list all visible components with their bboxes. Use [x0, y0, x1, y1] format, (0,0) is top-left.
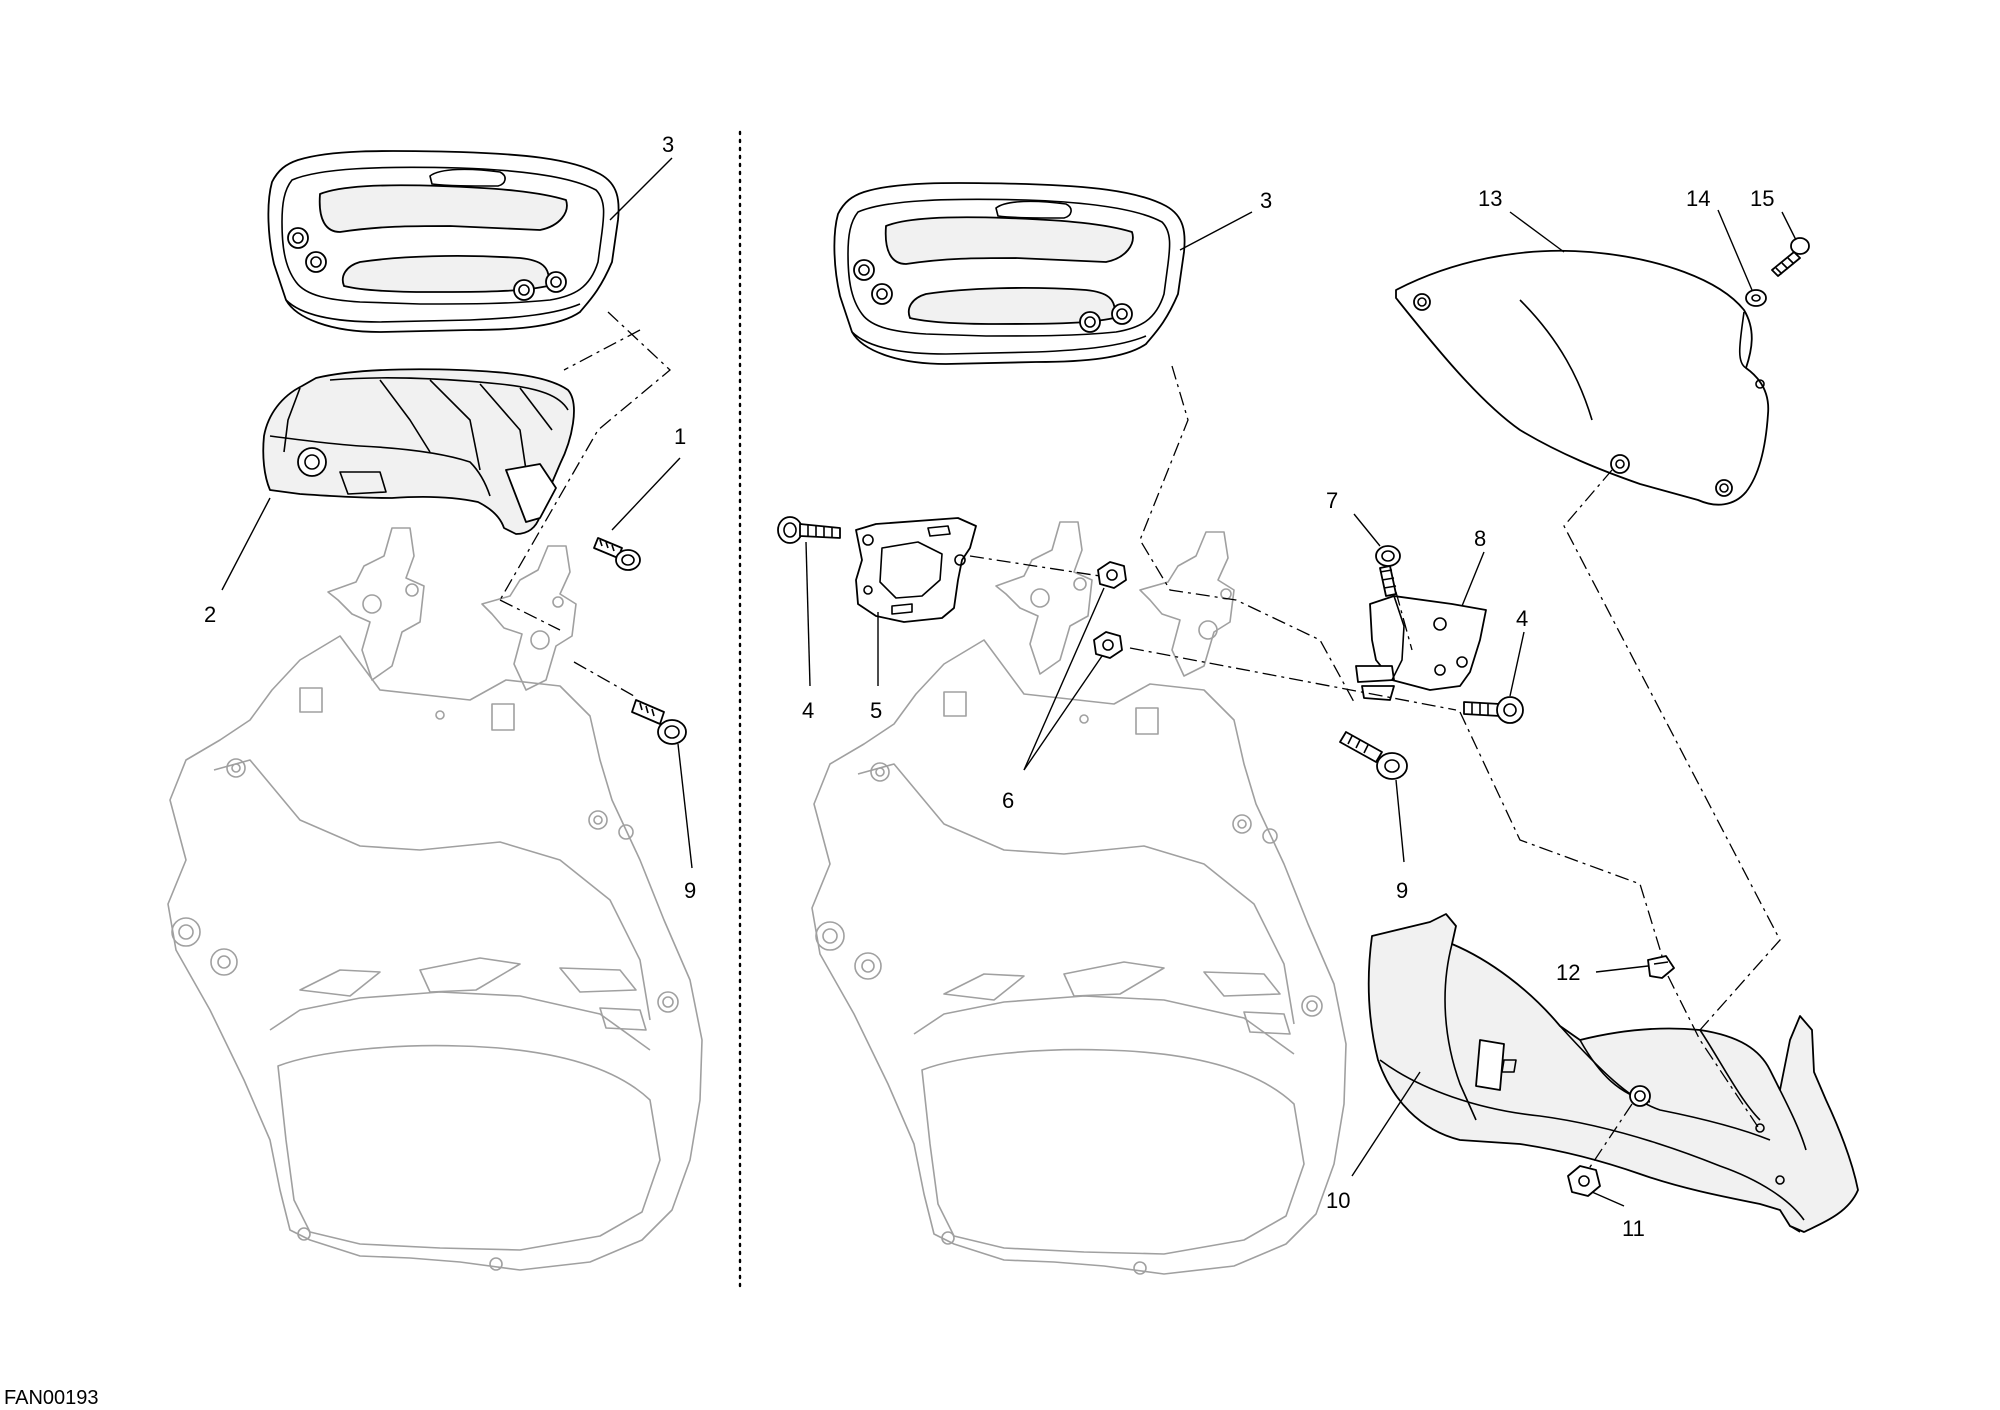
- right-callout-3: 3: [1260, 188, 1272, 213]
- right-leader-8: [1461, 551, 1485, 607]
- right-leader-3: [1179, 211, 1253, 251]
- right-lower-fairing-10: [1367, 913, 1859, 1233]
- left-panel: 3 1 2 9: [167, 132, 703, 1271]
- right-leader-15: [1781, 211, 1797, 241]
- right-dash-line-b: [969, 555, 1101, 577]
- right-callout-10: 10: [1326, 1188, 1350, 1213]
- right-screw-15: [1771, 237, 1810, 277]
- right-screw-9: [1339, 731, 1408, 780]
- left-leader-9: [677, 743, 693, 869]
- left-callout-9: 9: [684, 878, 696, 903]
- left-leader-2: [221, 497, 271, 591]
- left-instrument-housing: [262, 368, 575, 535]
- right-dash-line-a: [1139, 365, 1355, 703]
- right-callout-8: 8: [1474, 526, 1486, 551]
- right-callout-11: 11: [1622, 1216, 1645, 1241]
- right-leader-9: [1395, 779, 1405, 863]
- right-leader-11: [1591, 1191, 1625, 1207]
- right-screw-4b: [1463, 696, 1524, 724]
- right-dash-line-c: [1129, 647, 1457, 711]
- right-callout-9: 9: [1396, 878, 1408, 903]
- left-leader-1: [611, 457, 681, 531]
- right-leader-4a: [805, 541, 811, 687]
- right-instrument-surround: [833, 182, 1186, 365]
- right-dash-line-f: [1667, 975, 1761, 1131]
- right-screw-7: [1375, 545, 1401, 597]
- right-leader-12: [1595, 965, 1649, 973]
- left-callout-3: 3: [662, 132, 674, 157]
- right-callout-4a: 4: [802, 698, 814, 723]
- right-headlight-frame: [811, 521, 1347, 1275]
- right-callout-13: 13: [1478, 186, 1502, 211]
- left-screw-1: [593, 537, 641, 571]
- right-leader-6a: [1023, 587, 1105, 771]
- right-callout-14: 14: [1686, 186, 1710, 211]
- figure-code: FAN00193: [4, 1387, 99, 1409]
- right-dash-line-d: [1459, 711, 1663, 957]
- right-callout-5: 5: [870, 698, 882, 723]
- left-leader-3: [609, 157, 673, 221]
- left-dash-line-d: [573, 661, 635, 697]
- left-dash-line-c: [499, 599, 561, 631]
- right-washer-14: [1745, 289, 1767, 307]
- right-nut-6b: [1093, 631, 1123, 659]
- right-dash-line-g: [1395, 591, 1413, 651]
- right-bracket-8: [1355, 595, 1487, 701]
- right-clip-12: [1647, 955, 1675, 979]
- right-leader-10: [1351, 1071, 1421, 1177]
- right-leader-14: [1717, 209, 1753, 291]
- left-instrument-surround: [267, 150, 620, 333]
- right-leader-6b: [1023, 655, 1103, 771]
- left-dash-line-a: [499, 311, 671, 601]
- right-callout-12: 12: [1556, 960, 1580, 985]
- left-callout-2: 2: [204, 602, 216, 627]
- left-dash-line-b: [563, 329, 641, 371]
- left-headlight-frame: [167, 527, 703, 1271]
- right-callout-4b: 4: [1516, 606, 1528, 631]
- right-bracket-plate-5: [855, 517, 977, 623]
- right-leader-4b: [1509, 631, 1525, 697]
- right-screw-4a: [777, 516, 841, 544]
- right-cover-13: [1395, 249, 1770, 506]
- right-nut-11: [1567, 1165, 1601, 1197]
- right-leader-7: [1353, 513, 1381, 547]
- left-callout-1: 1: [674, 424, 686, 449]
- right-dash-line-h: [1587, 1103, 1633, 1171]
- right-panel: 3 4 5 6 7 8 4 9 10 11 12 13 14 15: [777, 182, 1859, 1275]
- right-callout-6: 6: [1002, 788, 1014, 813]
- right-callout-7: 7: [1326, 488, 1338, 513]
- right-dash-line-e: [1563, 469, 1781, 1031]
- right-callout-15: 15: [1750, 186, 1774, 211]
- right-nut-6a: [1097, 561, 1127, 589]
- left-screw-9: [631, 699, 687, 745]
- right-leader-13: [1509, 211, 1565, 253]
